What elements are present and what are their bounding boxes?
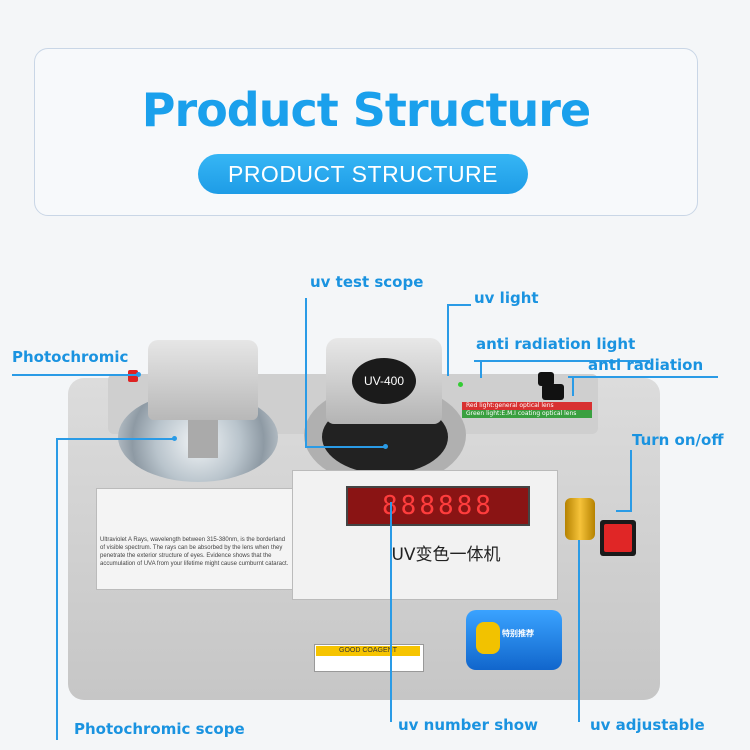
callout-line xyxy=(474,360,650,362)
anti-radiation-switch xyxy=(542,384,564,400)
callout-line xyxy=(305,446,385,448)
label-photochromic: Photochromic xyxy=(12,348,129,366)
label-anti-radiation-light: anti radiation light xyxy=(476,335,636,353)
callout-line xyxy=(56,438,58,740)
callout-line xyxy=(568,376,718,378)
callout-line xyxy=(616,510,632,512)
info-text: Ultraviolet A Rays, wavelength between 3… xyxy=(100,537,289,567)
label-uv-test-scope: uv test scope xyxy=(310,273,424,291)
label-uv-light: uv light xyxy=(474,289,539,307)
callout-dot xyxy=(136,372,141,377)
label-uv-number-show: uv number show xyxy=(398,716,538,734)
device-chinese-label: UV变色一体机 xyxy=(391,545,501,565)
callout-line xyxy=(480,360,482,378)
subtitle-pill: PRODUCT STRUCTURE xyxy=(198,154,528,194)
thumb-icon xyxy=(476,622,500,654)
callout-line xyxy=(12,374,138,376)
page-title: Product Structure xyxy=(141,83,591,137)
red-light-strip: Red light:general optical lens xyxy=(462,402,592,410)
callout-line xyxy=(572,376,574,396)
label-uv-adjustable: uv adjustable xyxy=(590,716,705,734)
callout-line xyxy=(305,298,307,446)
power-switch xyxy=(604,524,632,552)
uv-adjust-knob xyxy=(565,498,595,540)
photochromic-lid-stem xyxy=(188,418,218,458)
photochromic-lid xyxy=(148,340,258,420)
anti-radiation-light-switch xyxy=(538,372,554,386)
photochromic-button xyxy=(128,370,138,382)
callout-line xyxy=(447,304,449,376)
uv-400-badge: UV-400 xyxy=(352,358,416,404)
callout-line xyxy=(447,304,471,306)
label-turn-on-off: Turn on/off xyxy=(632,431,724,449)
uv-number-display: 888888 xyxy=(346,486,530,526)
callout-line xyxy=(578,540,580,722)
callout-line xyxy=(56,438,174,440)
recommend-text: 特别推荐 xyxy=(502,629,534,638)
uv-light-led xyxy=(458,382,463,387)
callout-dot xyxy=(172,436,177,441)
brand-logo-text: GOOD COAGENT xyxy=(316,646,420,656)
callout-line xyxy=(630,450,632,512)
label-anti-radiation: anti radiation xyxy=(588,356,704,374)
info-panel xyxy=(96,488,294,590)
callout-line xyxy=(390,502,392,722)
label-photochromic-scope: Photochromic scope xyxy=(74,720,245,738)
green-light-strip: Green light:E.M.I coating optical lens xyxy=(462,410,592,418)
callout-dot xyxy=(383,444,388,449)
